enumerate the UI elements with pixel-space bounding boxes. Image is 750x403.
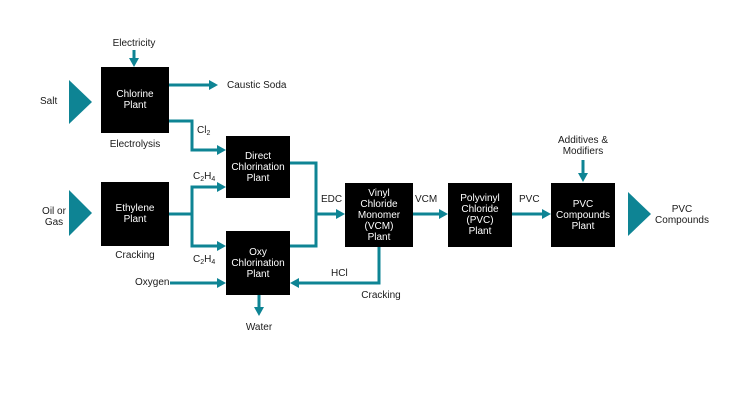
cl2-stream-label: Cl2 — [197, 125, 211, 137]
hcl-stream-label: HCl — [331, 268, 348, 279]
edc-stream-label: EDC — [321, 194, 343, 205]
edc-arrow-arrowhead — [336, 209, 345, 219]
oil-gas-label: Oil or Gas — [42, 206, 66, 228]
vcm-cracking-label: Cracking — [361, 290, 401, 301]
caustic-soda-arrow-arrowhead — [209, 80, 218, 90]
oil-gas-line-2: Gas — [44, 217, 64, 228]
c2h4-bottom-stream-label: C2H4 — [193, 254, 216, 266]
vcm-arrow-arrowhead — [439, 209, 448, 219]
electricity-label: Electricity — [112, 38, 156, 49]
additives-line-1: Additives & — [557, 135, 609, 146]
cl2-arrow-arrowhead — [217, 145, 226, 155]
cl2-arrow-line — [169, 119, 217, 152]
additives-label: Additives & Modifiers — [558, 135, 608, 157]
oxygen-arrow-arrowhead — [217, 278, 226, 288]
c2h4-top-arrow-arrowhead — [217, 182, 226, 192]
pvc-arrow-arrowhead — [542, 209, 551, 219]
hcl-recycle-arrow-arrowhead — [290, 278, 299, 288]
caustic-soda-label: Caustic Soda — [227, 80, 287, 91]
oxygen-label: Oxygen — [135, 277, 170, 288]
oil-gas-input-triangle — [69, 190, 92, 236]
direct-out-line-line — [290, 161, 318, 214]
vcm-stream-label: VCM — [415, 194, 438, 205]
additives-arrow-arrowhead — [578, 173, 588, 182]
additives-line-2: Modifiers — [562, 146, 604, 157]
hcl-recycle-arrow-line — [299, 247, 381, 285]
c2h4-top-arrow-line — [190, 185, 217, 214]
pvc-compounds-line-2: Compounds — [655, 215, 709, 226]
ethylene-cracking-label: Cracking — [115, 250, 155, 261]
electricity-arrow-arrowhead — [129, 58, 139, 67]
pvc-stream-label: PVC — [519, 194, 540, 205]
water-arrow-arrowhead — [254, 307, 264, 316]
pvc-compounds-output-label: PVC Compounds — [655, 204, 709, 226]
salt-input-triangle — [69, 80, 92, 124]
c2h4-top-stream-label: C2H4 — [193, 171, 216, 183]
pvc-compounds-line-1: PVC — [671, 204, 693, 215]
oxy-out-line-line — [290, 214, 318, 248]
c2h4-bottom-arrow-arrowhead — [217, 241, 226, 251]
oil-gas-line-1: Oil or — [42, 206, 66, 217]
pvc-compounds-output-triangle — [628, 192, 651, 236]
c2h4-bottom-arrow-line — [190, 214, 217, 248]
salt-label: Salt — [40, 96, 58, 107]
water-label: Water — [245, 322, 273, 333]
electrolysis-label: Electrolysis — [109, 139, 161, 150]
